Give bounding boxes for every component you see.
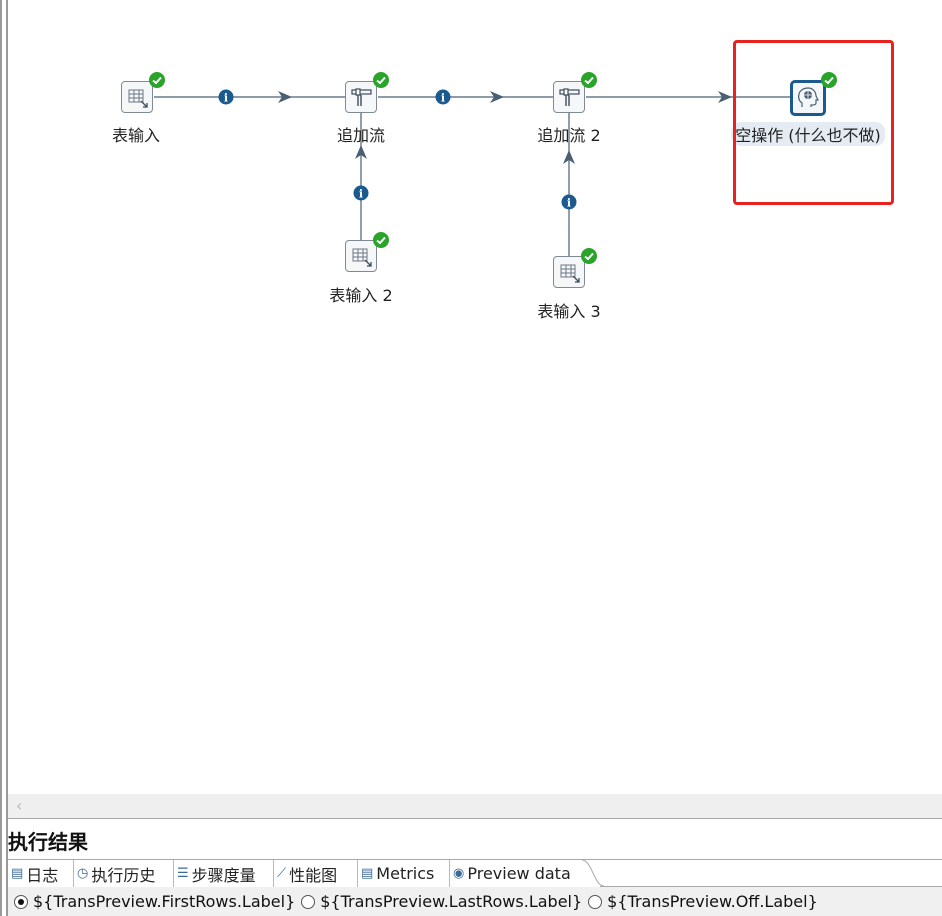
svg-text:i: i (224, 92, 228, 105)
svg-text:i: i (441, 92, 445, 105)
off-label[interactable]: ${TransPreview.Off.Label} (607, 892, 818, 911)
svg-text:i: i (567, 197, 571, 210)
results-panel-title: 执行结果 (8, 830, 88, 854)
window-left-border (0, 0, 8, 916)
hops-layer: i i i i (154, 89, 790, 256)
append-streams-icon (351, 88, 372, 106)
log-icon: ▤ (11, 866, 24, 881)
tab-preview-data[interactable]: ◉ Preview data (450, 859, 604, 887)
highlight-annotation-box (733, 40, 894, 205)
first-rows-radio[interactable] (14, 894, 28, 909)
step-table-input-1[interactable] (121, 81, 153, 113)
tab-performance-chart[interactable]: ⟋ 性能图 (274, 860, 358, 887)
tab-execution-history[interactable]: ◷ 执行历史 (74, 860, 174, 887)
step-table-input-3[interactable] (553, 256, 585, 288)
metrics-icon: ▤ (361, 866, 374, 881)
hop-table-input2-to-append[interactable]: i (353, 113, 369, 240)
eye-icon: ◉ (453, 866, 465, 881)
step-label-selected: 空操作 (什么也不做) (731, 122, 885, 146)
performance-chart-icon: ⟋ (277, 866, 287, 881)
hop-table-input-to-append[interactable]: i (154, 89, 345, 105)
last-rows-label[interactable]: ${TransPreview.LastRows.Label} (320, 892, 583, 911)
table-input-icon (352, 248, 372, 267)
success-check-icon (373, 72, 389, 88)
step-label: 表输入 2 (329, 286, 393, 305)
table-input-icon (560, 264, 580, 283)
step-label: 表输入 3 (537, 302, 601, 321)
results-tab-bar: ▤ 日志 ◷ 执行历史 ☰ 步骤度量 ⟋ 性能图 ▤ Metrics ◉ Pre… (8, 859, 942, 888)
svg-text:i: i (359, 188, 363, 201)
step-label: 表输入 (111, 126, 161, 145)
canvas-horizontal-scrollbar[interactable]: ‹ (8, 794, 942, 819)
success-check-icon (149, 72, 165, 88)
step-dummy[interactable] (790, 80, 826, 116)
step-append-streams-2[interactable] (553, 81, 585, 113)
success-check-icon (581, 72, 597, 88)
tab-underline (600, 886, 942, 887)
dummy-head-icon (798, 87, 819, 107)
hop-table-input3-to-append2[interactable]: i (561, 113, 577, 256)
tab-step-metrics[interactable]: ☰ 步骤度量 (174, 860, 274, 887)
success-check-icon (581, 248, 597, 264)
preview-options: ${TransPreview.FirstRows.Label} ${TransP… (8, 887, 942, 916)
success-check-icon (373, 232, 389, 248)
table-input-icon (128, 89, 148, 108)
last-rows-radio[interactable] (301, 894, 316, 909)
tab-metrics[interactable]: ▤ Metrics (358, 860, 450, 887)
step-metrics-icon: ☰ (177, 866, 189, 881)
hop-append2-to-dummy[interactable] (586, 91, 790, 103)
tab-curve (582, 859, 604, 887)
append-streams-icon (559, 88, 580, 106)
scroll-left-arrow-icon[interactable]: ‹ (16, 796, 23, 815)
step-append-streams-1[interactable] (345, 81, 377, 113)
tab-log[interactable]: ▤ 日志 (8, 860, 74, 887)
step-table-input-2[interactable] (345, 240, 377, 272)
step-label: 追加流 (336, 126, 386, 145)
first-rows-label[interactable]: ${TransPreview.FirstRows.Label} (33, 892, 296, 911)
step-label: 追加流 2 (537, 126, 601, 145)
transformation-canvas[interactable]: i i i i (8, 0, 942, 794)
hop-append-to-append2[interactable]: i (378, 89, 553, 105)
off-radio[interactable] (588, 894, 603, 909)
history-icon: ◷ (77, 866, 89, 881)
success-check-icon (821, 72, 837, 88)
